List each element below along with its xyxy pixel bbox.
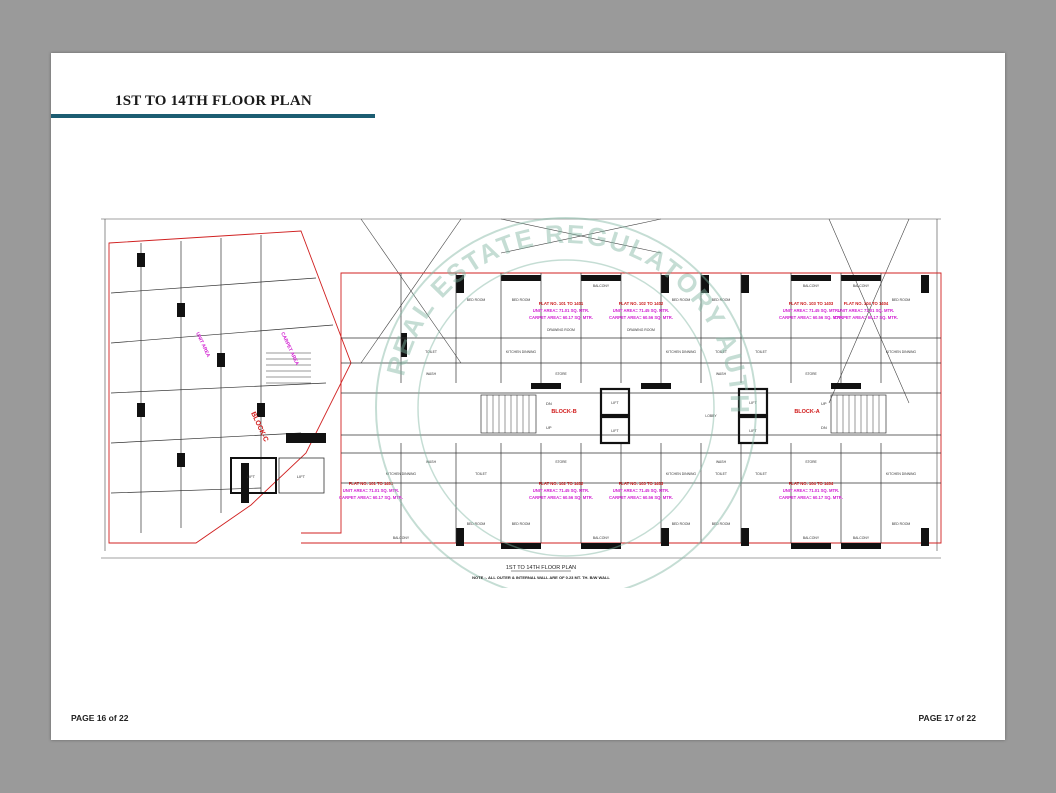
- page-title: 1ST TO 14TH FLOOR PLAN: [115, 93, 312, 109]
- svg-text:BED ROOM: BED ROOM: [467, 522, 486, 526]
- flat-102-label: FLAT NO. 102 TO 1402: [619, 301, 664, 306]
- plan-caption: 1ST TO 14TH FLOOR PLAN: [506, 565, 576, 571]
- svg-text:BALCONY: BALCONY: [803, 536, 820, 540]
- svg-text:BED ROOM: BED ROOM: [892, 522, 911, 526]
- svg-text:DN: DN: [821, 425, 827, 430]
- svg-text:TOILET: TOILET: [425, 350, 437, 354]
- svg-text:BALCONY: BALCONY: [593, 284, 610, 288]
- svg-text:UNIT AREA= 71.45 SQ. MTR.: UNIT AREA= 71.45 SQ. MTR.: [613, 488, 670, 493]
- svg-text:WASH: WASH: [716, 372, 727, 376]
- svg-text:BALCONY: BALCONY: [853, 284, 870, 288]
- flat-101-label: FLAT NO. 101 TO 1401: [539, 301, 584, 306]
- svg-text:UNIT AREA= 71.01 SQ. MTR.: UNIT AREA= 71.01 SQ. MTR.: [838, 308, 895, 313]
- svg-text:WASH: WASH: [426, 460, 437, 464]
- svg-text:STORE: STORE: [805, 460, 817, 464]
- svg-text:CARPET AREA= 60.56 SQ. MTR.: CARPET AREA= 60.56 SQ. MTR.: [609, 495, 673, 500]
- svg-text:KITCHEN DINNING: KITCHEN DINNING: [666, 472, 697, 476]
- svg-text:LIFT: LIFT: [247, 474, 256, 479]
- svg-text:BALCONY: BALCONY: [803, 284, 820, 288]
- document-page: 1ST TO 14TH FLOOR PLAN: [51, 53, 1005, 740]
- title-underline: [51, 114, 375, 118]
- svg-text:DRAWING ROOM: DRAWING ROOM: [547, 328, 575, 332]
- svg-text:FLAT NO. 102 TO 1402: FLAT NO. 102 TO 1402: [539, 481, 584, 486]
- svg-text:BED ROOM: BED ROOM: [512, 522, 531, 526]
- svg-text:TOILET: TOILET: [755, 350, 767, 354]
- svg-text:UNIT AREA= 71.45 SQ. MTR.: UNIT AREA= 71.45 SQ. MTR.: [783, 308, 840, 313]
- svg-text:UP: UP: [821, 401, 827, 406]
- svg-text:UNIT AREA= 71.01 SQ. MTR.: UNIT AREA= 71.01 SQ. MTR.: [533, 308, 590, 313]
- svg-text:CARPET AREA= 60.56 SQ. MTR.: CARPET AREA= 60.56 SQ. MTR.: [609, 315, 673, 320]
- svg-text:CARPET AREA= 60.56 SQ. MTR.: CARPET AREA= 60.56 SQ. MTR.: [779, 315, 843, 320]
- svg-text:LIFT: LIFT: [611, 401, 619, 405]
- svg-text:DRAWING ROOM: DRAWING ROOM: [627, 328, 655, 332]
- flat-104-label: FLAT NO. 104 TO 1404: [844, 301, 889, 306]
- flat-labels-top: FLAT NO. 101 TO 1401 UNIT AREA= 71.01 SQ…: [529, 301, 898, 320]
- svg-text:BED ROOM: BED ROOM: [672, 298, 691, 302]
- svg-text:BED ROOM: BED ROOM: [892, 298, 911, 302]
- flat-103-label: FLAT NO. 103 TO 1403: [789, 301, 834, 306]
- svg-text:TOILET: TOILET: [475, 472, 487, 476]
- svg-text:BED ROOM: BED ROOM: [672, 522, 691, 526]
- svg-text:TOILET: TOILET: [715, 350, 727, 354]
- svg-text:LIFT: LIFT: [749, 401, 757, 405]
- svg-text:STORE: STORE: [555, 372, 567, 376]
- svg-text:BED ROOM: BED ROOM: [712, 298, 731, 302]
- svg-text:LIFT: LIFT: [611, 429, 619, 433]
- block-label-a: BLOCK-A: [794, 409, 819, 415]
- svg-text:KITCHEN DINNING: KITCHEN DINNING: [886, 350, 917, 354]
- svg-text:TOILET: TOILET: [715, 472, 727, 476]
- svg-text:FLAT NO. 101 TO 1401: FLAT NO. 101 TO 1401: [349, 481, 394, 486]
- block-c-wing: BLOCK-C UNIT AREA CARPET AREA LIFT LIFT: [108, 230, 352, 544]
- svg-text:KITCHEN DINNING: KITCHEN DINNING: [386, 472, 417, 476]
- svg-text:WASH: WASH: [426, 372, 437, 376]
- svg-text:KITCHEN DINNING: KITCHEN DINNING: [666, 350, 697, 354]
- svg-text:BED ROOM: BED ROOM: [467, 298, 486, 302]
- svg-text:DN: DN: [546, 401, 552, 406]
- svg-text:UNIT AREA= 71.01 SQ. MTR.: UNIT AREA= 71.01 SQ. MTR.: [783, 488, 840, 493]
- svg-text:CARPET AREA= 60.56 SQ. MTR.: CARPET AREA= 60.56 SQ. MTR.: [529, 495, 593, 500]
- partitions: [341, 273, 941, 543]
- core-block-b: LIFT LIFT BLOCK-B DN UP: [480, 387, 631, 445]
- svg-text:KITCHEN DINNING: KITCHEN DINNING: [886, 472, 917, 476]
- svg-text:CARPET AREA= 60.17 SQ. MTR.: CARPET AREA= 60.17 SQ. MTR.: [339, 495, 403, 500]
- page-number-right: PAGE 17 of 22: [918, 713, 976, 723]
- svg-text:WASH: WASH: [716, 460, 727, 464]
- room-labels: BED ROOM BED ROOM BED ROOM BED ROOM BED …: [386, 284, 917, 540]
- floor-plan-drawing: BLOCK-C UNIT AREA CARPET AREA LIFT LIFT: [101, 213, 942, 588]
- svg-text:BED ROOM: BED ROOM: [512, 298, 531, 302]
- svg-text:BALCONY: BALCONY: [853, 536, 870, 540]
- plan-note: NOTE :- ALL OUTER & INTERNAL WALL ARE OF…: [472, 575, 610, 580]
- svg-text:LOBBY: LOBBY: [705, 414, 717, 418]
- svg-text:KITCHEN DINNING: KITCHEN DINNING: [506, 350, 537, 354]
- svg-text:CARPET AREA= 60.17 SQ. MTR.: CARPET AREA= 60.17 SQ. MTR.: [779, 495, 843, 500]
- svg-text:UP: UP: [546, 425, 552, 430]
- svg-text:LIFT: LIFT: [297, 474, 306, 479]
- svg-text:CARPET AREA= 60.17 SQ. MTR.: CARPET AREA= 60.17 SQ. MTR.: [529, 315, 593, 320]
- svg-text:FLAT NO. 103 TO 1403: FLAT NO. 103 TO 1403: [619, 481, 664, 486]
- svg-text:UNIT AREA= 71.01 SQ. MTR.: UNIT AREA= 71.01 SQ. MTR.: [343, 488, 400, 493]
- svg-text:BED ROOM: BED ROOM: [712, 522, 731, 526]
- core-block-a: LIFT LIFT BLOCK-A UP DN: [737, 387, 887, 445]
- main-building-outline: [301, 272, 942, 544]
- page-number-left: PAGE 16 of 22: [71, 713, 129, 723]
- svg-text:UNIT AREA= 71.45 SQ. MTR.: UNIT AREA= 71.45 SQ. MTR.: [533, 488, 590, 493]
- dimension-lines: [101, 218, 941, 559]
- svg-text:STORE: STORE: [805, 372, 817, 376]
- svg-text:UNIT AREA= 71.45 SQ. MTR.: UNIT AREA= 71.45 SQ. MTR.: [613, 308, 670, 313]
- svg-text:FLAT NO. 104 TO 1404: FLAT NO. 104 TO 1404: [789, 481, 834, 486]
- svg-text:CARPET AREA= 60.17 SQ. MTR.: CARPET AREA= 60.17 SQ. MTR.: [834, 315, 898, 320]
- block-label-b: BLOCK-B: [551, 409, 576, 415]
- walls: [401, 275, 929, 549]
- svg-text:TOILET: TOILET: [755, 472, 767, 476]
- svg-text:BALCONY: BALCONY: [393, 536, 410, 540]
- svg-text:STORE: STORE: [555, 460, 567, 464]
- flat-labels-bottom: FLAT NO. 101 TO 1401 UNIT AREA= 71.01 SQ…: [339, 481, 843, 500]
- svg-text:BALCONY: BALCONY: [593, 536, 610, 540]
- svg-text:LIFT: LIFT: [749, 429, 757, 433]
